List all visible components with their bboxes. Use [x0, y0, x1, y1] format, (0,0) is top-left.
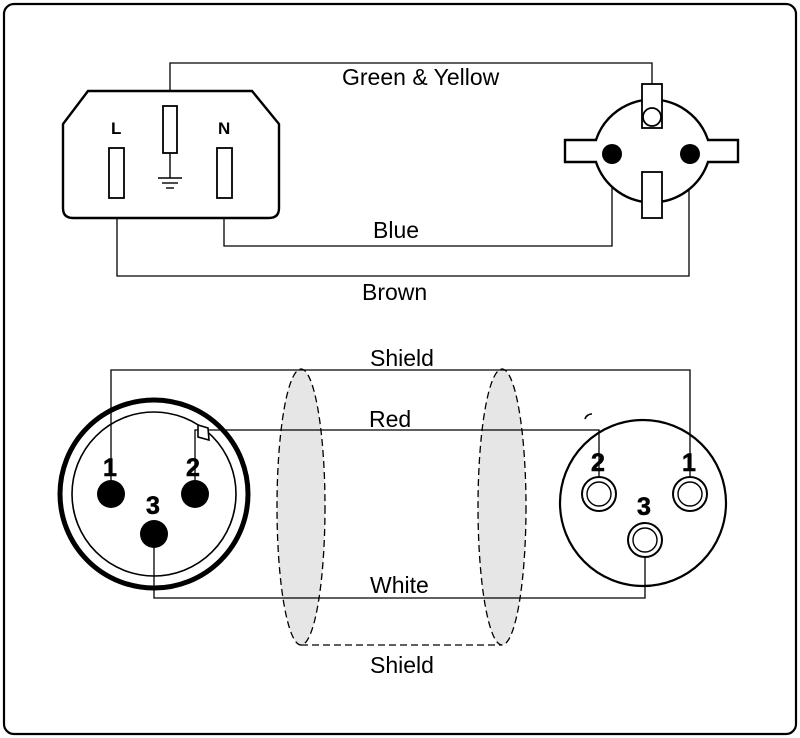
live-wire-label: Brown: [362, 279, 427, 305]
schuko-live-pin: [680, 144, 700, 164]
xlr-female-pin-2-inner: [586, 481, 612, 507]
xlr-male-pin-3-label: 3: [146, 492, 160, 520]
iec-live-label: L: [111, 119, 121, 138]
ground-symbol-icon: [158, 153, 182, 189]
schuko-plug: [563, 83, 740, 219]
xlr-female-body: [558, 418, 728, 588]
earth-wire-label: Green & Yellow: [342, 64, 500, 90]
xlr-male-pin-1: [97, 480, 125, 508]
cable-shield-left: [276, 368, 326, 646]
shield-top-label: Shield: [370, 345, 434, 371]
hot-wire: [194, 429, 600, 494]
iec-neutral-label: N: [218, 119, 230, 138]
power-section: L N Green & Yellow Blue Brown: [61, 62, 740, 305]
shield-wire: [110, 369, 691, 492]
neutral-wire: [223, 155, 613, 247]
xlr-male-pin-1-label: 1: [103, 454, 117, 482]
xlr-male-inner-ring: [71, 411, 237, 577]
iec-neutral-pin: [216, 147, 233, 199]
xlr-male-key-notch: [197, 423, 210, 442]
hot-wire-label: Red: [369, 406, 411, 432]
cold-wire: [153, 534, 646, 599]
schuko-earth-contact: [642, 107, 662, 127]
earth-wire: [169, 62, 653, 108]
audio-section: 1 2 3 2 1 3 Shield Red White Shield: [57, 345, 728, 678]
schuko-plug-body: [563, 98, 740, 204]
iec-inlet: L N: [61, 89, 281, 220]
xlr-female-pin-2-label: 2: [591, 449, 605, 477]
iec-live-pin: [108, 147, 125, 199]
xlr-female-pin-1-label: 1: [682, 449, 696, 477]
xlr-male-pin-2: [181, 480, 209, 508]
xlr-male-outer-ring: [57, 397, 251, 591]
xlr-male-pin-2-label: 2: [186, 454, 200, 482]
cable-shield-right: [477, 368, 527, 646]
schuko-bottom-notch: [641, 171, 663, 219]
shield-bottom-label: Shield: [370, 652, 434, 678]
neutral-wire-label: Blue: [373, 217, 419, 243]
xlr-male-pin-3: [140, 520, 168, 548]
xlr-female-pin-1-inner: [677, 481, 703, 507]
live-wire: [116, 155, 690, 277]
xlr-male-connector: 1 2 3: [57, 397, 251, 591]
iec-earth-pin: [162, 105, 178, 154]
schuko-neutral-pin: [602, 144, 622, 164]
cold-wire-label: White: [370, 572, 429, 598]
xlr-female-key-notch: [584, 413, 593, 420]
xlr-female-pin-3-label: 3: [637, 493, 651, 521]
xlr-female-pin-3-inner: [632, 527, 658, 553]
xlr-female-connector: 2 1 3: [558, 413, 728, 588]
